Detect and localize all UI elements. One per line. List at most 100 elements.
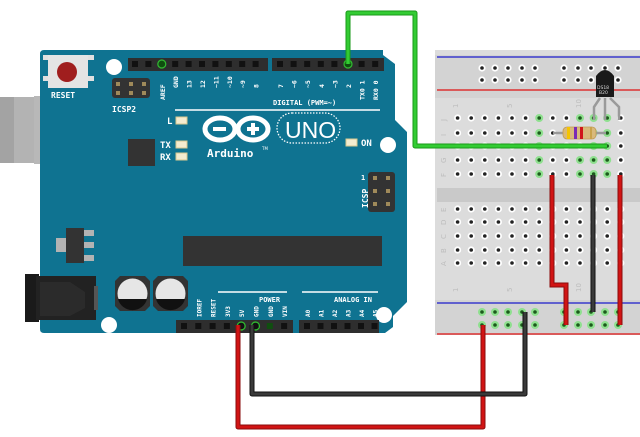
hole-center — [520, 66, 524, 70]
power-analog-pin-label: 3V3 — [225, 306, 232, 317]
header-pin[interactable] — [252, 61, 259, 67]
header-pin[interactable] — [304, 61, 311, 67]
mounting-hole — [106, 59, 122, 75]
header-pin[interactable] — [290, 61, 297, 67]
header-pin[interactable] — [358, 61, 365, 67]
header-pin[interactable] — [199, 61, 205, 67]
mounting-hole — [380, 137, 396, 153]
hole-center — [523, 158, 528, 162]
header-pin[interactable] — [132, 61, 138, 67]
header-pin[interactable] — [277, 61, 283, 67]
hole-center — [455, 158, 460, 162]
header-pin[interactable] — [225, 61, 232, 67]
icsp2-label: ICSP2 — [112, 105, 136, 114]
header-pin[interactable] — [181, 323, 187, 329]
hole-center — [496, 131, 501, 135]
hole-center — [496, 261, 501, 265]
header-pin[interactable] — [372, 61, 379, 67]
header-pin[interactable] — [317, 61, 324, 67]
power-header — [176, 320, 293, 333]
hole-center — [493, 323, 497, 327]
hole-center — [496, 234, 501, 238]
hole-center — [483, 131, 487, 135]
hole-center — [537, 234, 541, 238]
header-pin[interactable] — [331, 323, 337, 329]
hole-center — [480, 66, 484, 70]
digital-pin-label: ~6 — [291, 80, 299, 88]
header-pin[interactable] — [223, 323, 230, 329]
row-label: B — [440, 248, 448, 253]
hole-center — [564, 234, 569, 238]
header-pin[interactable] — [145, 61, 152, 67]
hole-center — [469, 131, 474, 135]
header-pin[interactable] — [304, 323, 310, 329]
hole-center — [564, 116, 569, 120]
regulator-pin — [84, 242, 94, 248]
hole-center — [455, 207, 460, 211]
hole-center — [564, 207, 569, 211]
hole-center — [605, 234, 609, 238]
header-pin[interactable] — [172, 61, 179, 67]
resistor — [553, 126, 606, 140]
header-pin[interactable] — [239, 61, 246, 67]
header-pin[interactable] — [209, 323, 216, 329]
hole-center — [533, 323, 537, 327]
header-pin[interactable] — [358, 323, 364, 329]
header-pin[interactable] — [212, 61, 219, 67]
hole-center — [616, 78, 620, 82]
sensor-label-line1: DS18 — [597, 85, 609, 91]
header-pin[interactable] — [371, 323, 378, 329]
reset-button[interactable] — [43, 55, 94, 88]
capacitor — [153, 276, 188, 311]
capacitor — [115, 276, 150, 311]
led-on — [345, 138, 358, 147]
row-label: C — [440, 234, 448, 239]
hole-center — [493, 310, 497, 314]
header-pin[interactable] — [195, 323, 202, 329]
column-label: 10 — [575, 99, 583, 108]
arduino-logo — [202, 115, 271, 143]
hole-center — [578, 158, 582, 162]
ds18b20-sensor: DS18 B20 — [596, 70, 614, 97]
hole-center — [533, 310, 537, 314]
hole-center — [537, 131, 541, 135]
hole-center — [537, 158, 541, 162]
header-pin[interactable] — [238, 323, 245, 329]
hole-center — [605, 248, 609, 252]
header-pin[interactable] — [331, 61, 338, 67]
power-analog-pin-label: A5 — [373, 309, 380, 317]
hole-center — [576, 310, 580, 314]
hole-center — [483, 116, 487, 120]
hole-center — [605, 172, 609, 176]
header-pin[interactable] — [344, 323, 351, 329]
hole-center — [605, 131, 609, 135]
header-pin[interactable] — [266, 323, 273, 329]
hole-center — [523, 172, 528, 176]
digital-pin-label: RX0 0 — [372, 80, 380, 100]
5v-wire[interactable] — [235, 325, 486, 430]
row-label: J — [440, 119, 448, 122]
analog-header — [299, 320, 379, 333]
hole-center — [483, 158, 487, 162]
header-pin[interactable] — [158, 61, 165, 67]
hole-center — [523, 116, 528, 120]
header-pin[interactable] — [185, 61, 192, 67]
hole-center — [455, 234, 460, 238]
hole-center — [533, 66, 537, 70]
hole-center — [506, 310, 510, 314]
hole-center — [589, 66, 593, 70]
hole-center — [483, 207, 487, 211]
column-label: 1 — [452, 288, 460, 292]
usb-chip — [128, 139, 155, 166]
bottom-power-rail — [435, 300, 640, 335]
header-pin[interactable] — [252, 323, 259, 329]
header-pin[interactable] — [317, 323, 324, 329]
atmega-chip — [183, 236, 382, 266]
header-pin[interactable] — [281, 323, 288, 329]
hole-center — [483, 172, 487, 176]
row-label: G — [440, 158, 448, 163]
